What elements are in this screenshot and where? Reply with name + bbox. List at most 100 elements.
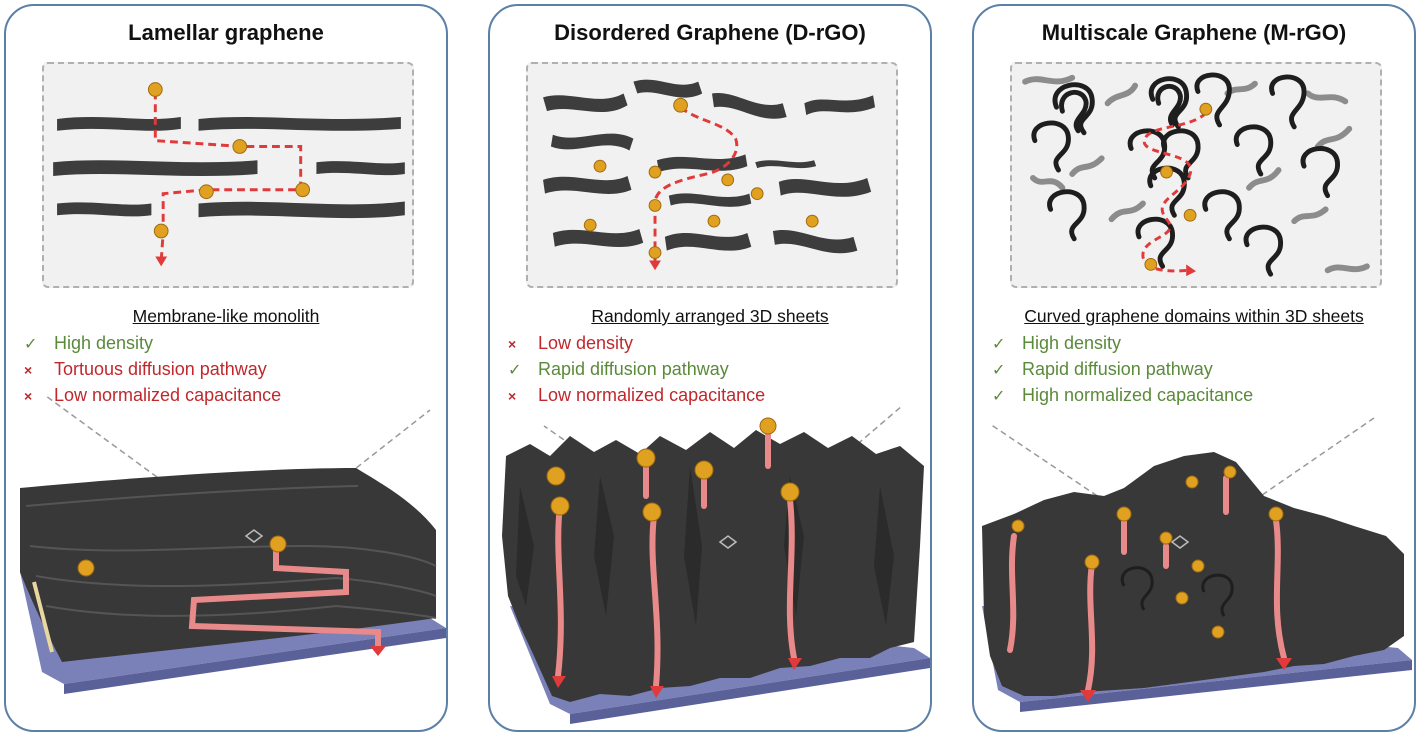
curved-graphene-domain (1031, 120, 1071, 173)
flat-graphene-sheet (1104, 82, 1139, 107)
diffusion-path (1141, 111, 1207, 273)
flat-graphene-sheet (1314, 125, 1353, 150)
graphene-sheet (543, 175, 632, 194)
structure-subtitle: Curved graphene domains within 3D sheets (1024, 306, 1364, 326)
curved-graphene-domain (1148, 76, 1190, 130)
curved-graphene-domain (1269, 74, 1307, 130)
diffusion-arrow (649, 513, 661, 689)
flat-graphene-sheet (1108, 200, 1146, 223)
ion (77, 559, 95, 577)
flat-graphene-sheet (1324, 263, 1370, 274)
ion (648, 199, 662, 212)
ion (295, 182, 311, 198)
ion (673, 97, 688, 113)
structure-subtitle: Randomly arranged 3D sheets (591, 306, 829, 326)
schematic-inset (1010, 62, 1382, 288)
curved-graphene-domain (1202, 189, 1242, 242)
curved-graphene-domain (1161, 128, 1201, 181)
ion (648, 165, 662, 179)
flat-graphene-sheet (1291, 206, 1329, 225)
graphene-sheet (664, 232, 752, 251)
flat-graphene-sheet (1029, 175, 1066, 191)
diffusion-arrow (555, 503, 564, 679)
ion (805, 214, 819, 228)
ion (1175, 591, 1189, 605)
diffusion-path (653, 106, 739, 261)
graphene-sheet (57, 117, 181, 131)
ion (1211, 625, 1225, 639)
panel-multiscale-graphene: Multiscale Graphene (M-rGO) (972, 4, 1416, 732)
curved-graphene-domain (1233, 124, 1274, 177)
ion (232, 139, 248, 154)
graphene-sheet (668, 193, 752, 207)
ion (583, 218, 597, 232)
panel-title: Lamellar graphene (128, 20, 324, 45)
ion (707, 214, 721, 228)
panel-lamellar-graphene: Lamellar graphene Membrane-like monolith (4, 4, 448, 732)
ion (593, 159, 607, 173)
graphene-sheet (53, 160, 258, 176)
ion (1011, 519, 1025, 533)
graphene-sheet (804, 95, 876, 116)
property-list: ✓High density ✓Rapid diffusion pathway ✓… (992, 330, 1253, 408)
check-icon: ✓ (508, 362, 522, 379)
property-item: ✓High density (992, 330, 1253, 356)
curved-graphene-domain (1155, 83, 1183, 128)
ion (642, 502, 662, 522)
ion (147, 82, 163, 97)
property-item: ×Low normalized capacitance (24, 382, 281, 408)
curved-graphene-domain (1194, 72, 1232, 128)
diffusion-path (153, 91, 303, 261)
ion (780, 482, 800, 502)
multiscale-3d-illustration (974, 396, 1414, 730)
disordered-schematic (543, 79, 876, 271)
ion (750, 187, 764, 201)
graphene-stack (20, 468, 436, 662)
curved-graphene-domain (1047, 189, 1087, 242)
lamellar-schematic (53, 82, 405, 267)
ion (1084, 554, 1100, 570)
ion (269, 535, 287, 553)
schematic-inset (526, 62, 898, 288)
flat-graphene-sheet (1022, 74, 1076, 85)
check-icon: ✓ (992, 336, 1006, 353)
check-icon: ✓ (992, 388, 1006, 405)
ion (199, 184, 214, 200)
multiscale-3d-svg (982, 417, 1412, 712)
curved-graphene-domain (1052, 82, 1095, 136)
cross-icon: × (24, 388, 33, 404)
flat-graphene-sheet (1246, 167, 1282, 191)
graphene-sheet (712, 92, 787, 119)
ion (759, 417, 777, 435)
property-item: ×Low density (508, 330, 765, 356)
graphene-sheet (772, 229, 858, 254)
property-item: ✓Rapid diffusion pathway (992, 356, 1253, 382)
property-item: ✓Rapid diffusion pathway (508, 356, 765, 382)
ion (721, 173, 735, 187)
curved-graphene-domain (1135, 216, 1175, 269)
check-icon: ✓ (992, 362, 1006, 379)
ion (1160, 165, 1173, 179)
lamellar-3d-svg (20, 396, 446, 694)
property-item: ✓High density (24, 330, 281, 356)
ion (1268, 506, 1284, 522)
disordered-3d-illustration (490, 396, 930, 730)
check-icon: ✓ (24, 336, 38, 353)
structure-subtitle: Membrane-like monolith (132, 306, 320, 326)
ion (1191, 559, 1205, 573)
diffusion-arrow (786, 497, 797, 661)
cross-icon: × (508, 388, 517, 404)
ion (1116, 506, 1132, 522)
panel-title: Disordered Graphene (D-rGO) (554, 20, 866, 45)
property-list: ×Low density ✓Rapid diffusion pathway ×L… (508, 330, 765, 408)
curved-graphene-domain (1300, 146, 1340, 199)
disordered-3d-svg (502, 405, 930, 724)
graphene-sheet (316, 161, 405, 176)
diffusion-arrow (1273, 517, 1287, 661)
graphene-sheet (57, 202, 152, 217)
graphene-film (982, 452, 1404, 696)
schematic-inset (42, 62, 414, 288)
graphene-sheet (198, 117, 401, 131)
cross-icon: × (508, 336, 517, 352)
property-item: ✓High normalized capacitance (992, 382, 1253, 408)
